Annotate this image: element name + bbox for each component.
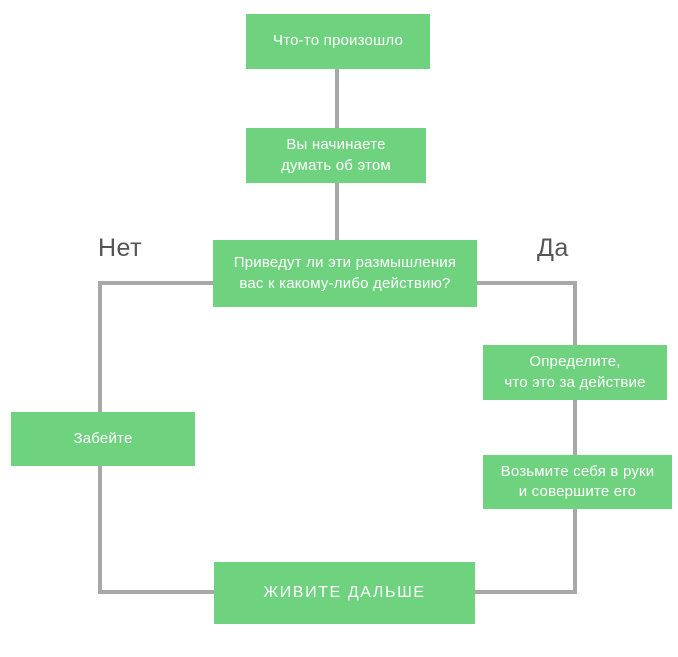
connector-decision-to-letgo bbox=[98, 281, 213, 412]
connector-act-to-liveon bbox=[475, 509, 577, 594]
node-act[interactable]: Возьмите себя в руки и совершите его bbox=[483, 455, 672, 509]
connector-decision-to-identify bbox=[477, 281, 577, 345]
branch-label-no: Нет bbox=[98, 234, 143, 262]
node-act-label: Возьмите себя в руки и совершите его bbox=[500, 462, 655, 500]
node-letgo-label: Забейте bbox=[73, 429, 133, 447]
node-event-label: Что-то произошло bbox=[273, 32, 403, 50]
node-decision-label: Приведут ли эти размышления вас к какому… bbox=[233, 254, 457, 292]
node-identify-label: Определите, что это за действие bbox=[504, 353, 646, 391]
node-letgo[interactable]: Забейте bbox=[11, 412, 195, 466]
node-decision[interactable]: Приведут ли эти размышления вас к какому… bbox=[213, 240, 477, 307]
node-live-on-label: ЖИВИТЕ ДАЛЬШЕ bbox=[263, 584, 426, 602]
node-live-on[interactable]: ЖИВИТЕ ДАЛЬШЕ bbox=[214, 562, 475, 624]
branch-label-yes: Да bbox=[537, 234, 569, 262]
node-event[interactable]: Что-то произошло bbox=[246, 14, 430, 69]
node-identify[interactable]: Определите, что это за действие bbox=[483, 345, 667, 400]
connector-letgo-to-liveon bbox=[98, 466, 214, 594]
node-thinking[interactable]: Вы начинаете думать об этом bbox=[246, 128, 426, 183]
node-thinking-label: Вы начинаете думать об этом bbox=[281, 136, 391, 174]
